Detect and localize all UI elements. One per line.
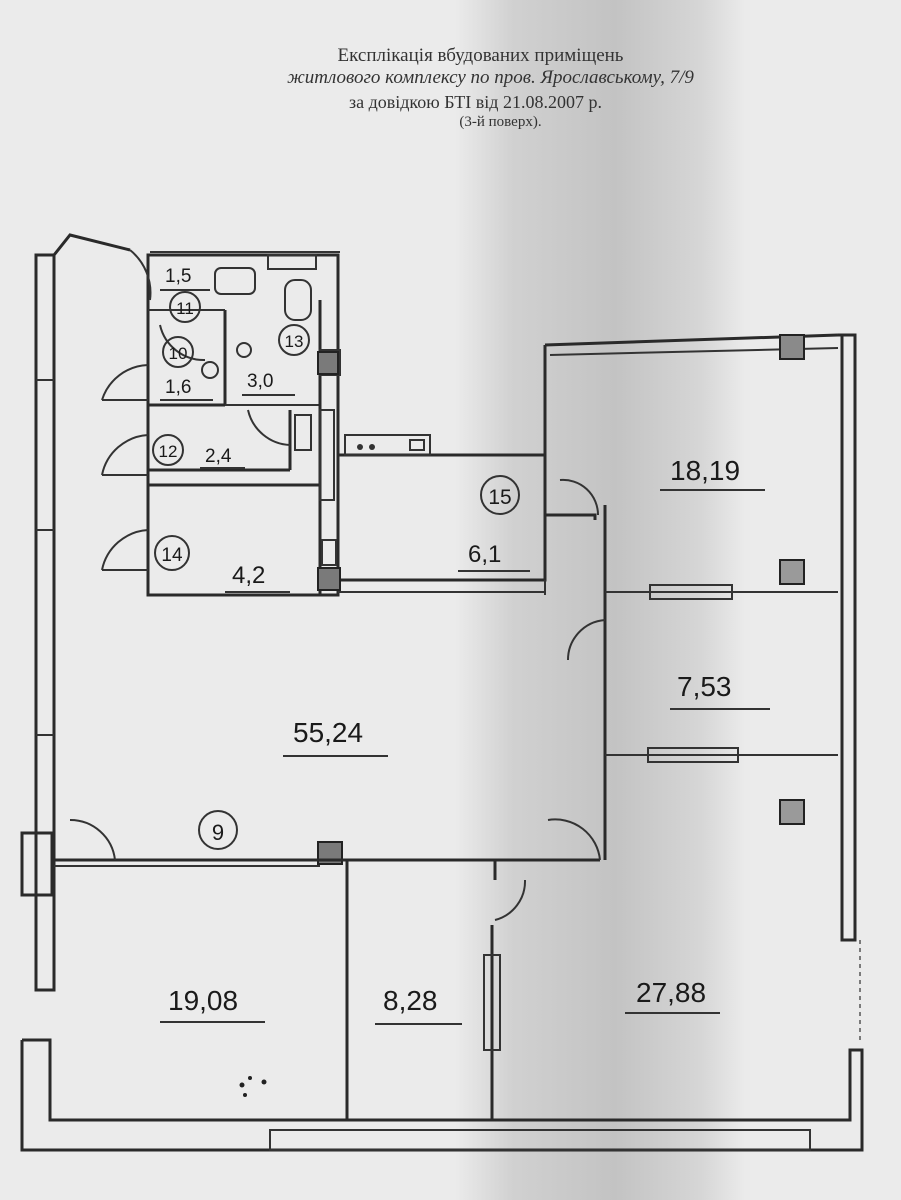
- drain-13: [236, 342, 252, 358]
- room-15-area: 6,1: [468, 541, 501, 568]
- room-14-number: 14: [161, 545, 183, 566]
- title-line-3: за довідкою БТІ від 21.08.2007 р.: [349, 92, 602, 112]
- room-9-area: 55,24: [293, 717, 363, 748]
- room-11-area: 1,5: [165, 266, 191, 287]
- room-9-marker: [198, 810, 238, 850]
- title-line-1: Експлікація вбудованих приміщень: [337, 45, 624, 66]
- left-facade-wall: [34, 253, 56, 992]
- shaft-2: [317, 567, 341, 591]
- room-8-28-area: 8,28: [383, 985, 438, 1016]
- kitchen-counter: [344, 434, 431, 456]
- room-labels: 1,5 11 10 1,6 13 3,0 12 2,4 14 4,2: [152, 266, 770, 1025]
- room-13-area: 3,0: [247, 371, 273, 392]
- corridor-15-wall: [338, 453, 547, 582]
- scribble-marks: [239, 1076, 267, 1097]
- shaft-4: [779, 559, 805, 585]
- interior-partitions: [54, 505, 838, 1120]
- outer-walls: [20, 233, 864, 1152]
- room-11-number: 11: [176, 299, 194, 318]
- room-12-area: 2,4: [205, 446, 232, 467]
- bathtub: [267, 254, 317, 270]
- glass-partition-1: [649, 584, 733, 600]
- room-14-area: 4,2: [232, 562, 265, 589]
- right-wall: [838, 333, 857, 942]
- title-line-4: (3-й поверх).: [459, 114, 542, 130]
- room-12-number: 12: [159, 442, 178, 461]
- shaft-5: [779, 799, 805, 825]
- room-7-53-area: 7,53: [677, 671, 732, 702]
- doors: [69, 249, 606, 921]
- room-15-marker: [480, 475, 520, 515]
- room-19-08-area: 19,08: [168, 985, 238, 1016]
- duct-shafts: [317, 334, 805, 865]
- toilet-13: [284, 279, 312, 321]
- room-11-marker: [169, 291, 201, 323]
- sink-11: [214, 267, 256, 295]
- bottom-wall: [20, 1038, 864, 1152]
- room-18-19-area: 18,19: [670, 455, 740, 486]
- glass-partition-3: [483, 954, 501, 1051]
- room-14-marker: [154, 535, 190, 571]
- room-15-number: 15: [488, 486, 511, 509]
- drain-10: [201, 361, 219, 379]
- room-10-marker: [162, 336, 194, 368]
- room-13-marker: [278, 324, 310, 356]
- room-12-marker: [152, 434, 184, 466]
- room-9-number: 9: [212, 820, 224, 845]
- service-core: [146, 251, 547, 597]
- shaft-1: [317, 351, 339, 375]
- room-10-number: 10: [169, 344, 188, 363]
- shaft-3: [779, 334, 805, 360]
- service-core-outline: [146, 253, 340, 597]
- glass-partition-2: [647, 747, 739, 763]
- room-13-number: 13: [285, 332, 304, 351]
- room-27-88-area: 27,88: [636, 977, 706, 1008]
- room-10-area: 1,6: [165, 377, 191, 398]
- left-pillar: [20, 831, 54, 897]
- title-line-2: житлового комплексу по пров. Ярославсько…: [287, 67, 694, 88]
